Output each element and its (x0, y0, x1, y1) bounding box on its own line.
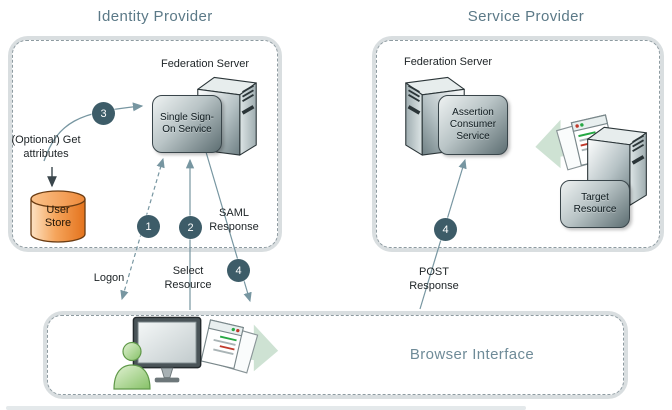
sp-federation-server-label: Federation Server (403, 56, 493, 68)
target-resource-box: Target Resource (560, 180, 630, 228)
post-response-label: POST Response (409, 266, 459, 292)
select-resource-label: Select Resource (164, 265, 212, 291)
step-4-idp-badge: 4 (227, 259, 250, 282)
saml-response-label: SAML Response (209, 207, 259, 233)
bottom-edge-strip (6, 406, 526, 410)
logon-label: Logon (93, 272, 125, 284)
optional-get-attributes-label: (Optional) Get attributes (11, 134, 81, 160)
service-provider-title: Service Provider (467, 8, 585, 25)
browser-documents-icon (194, 317, 280, 377)
step-3-badge: 3 (92, 102, 115, 125)
single-sign-on-service-box: Single Sign-On Service (152, 95, 222, 153)
browser-user-icon (111, 341, 153, 391)
step-2-badge: 2 (179, 216, 202, 239)
step-1-badge: 1 (137, 215, 160, 238)
step-4-sp-badge: 4 (434, 218, 457, 241)
identity-provider-title: Identity Provider (97, 8, 213, 25)
idp-federation-server-label: Federation Server (160, 58, 250, 70)
assertion-consumer-service-box: Assertion Consumer Service (438, 95, 508, 155)
browser-interface-title: Browser Interface (409, 346, 535, 363)
user-store-label: User Store (44, 204, 72, 229)
